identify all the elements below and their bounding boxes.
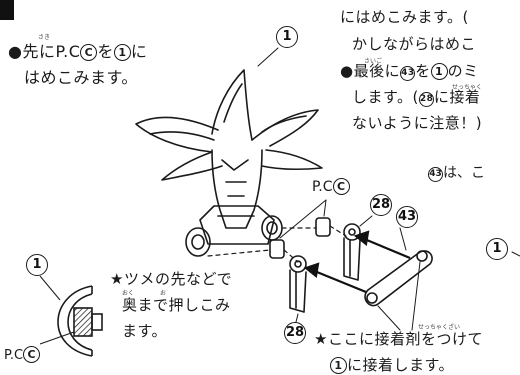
part-number-1-right: 1 [430, 63, 448, 80]
instruction-left-line1-mid: を [97, 42, 114, 61]
callout-part-1-top: 1 [276, 26, 298, 48]
callout-pc-letter: C [332, 178, 350, 195]
step-number-marker [0, 0, 14, 20]
note-claw-line2: 奥まで押しこみ [122, 296, 231, 314]
furigana-setchakuzai: せっちゃくざい [418, 324, 461, 331]
note-glue-line2-text: に接着します。 [347, 356, 455, 374]
note-claw-line3: ます。 [122, 322, 168, 340]
callout-pc-label: P.C [312, 179, 333, 195]
insertion-arrows [303, 230, 411, 294]
instruction-right-line1: にはめこみます。( [340, 8, 469, 26]
furigana-setchaku: せっちゃく [452, 84, 483, 91]
part-number-28: 28 [418, 92, 434, 107]
part-number-43-b: 43 [428, 167, 443, 182]
instruction-left-line2: はめこみます。 [24, 68, 138, 87]
part-1-body [135, 47, 323, 257]
callout-part-1-detail: 1 [26, 254, 48, 276]
detail-inset [39, 275, 103, 357]
pc-letter-c: C [80, 44, 98, 61]
part-number-43: 43 [400, 66, 416, 81]
instruction-right-line6-post: は、こ [443, 165, 485, 181]
callout-part-1-right: 1 [486, 238, 508, 260]
callout-part-28-top: 28 [370, 194, 392, 216]
callout-part-43: 43 [396, 206, 418, 228]
instruction-right-line5: ないように注意！) [352, 114, 483, 132]
note-glue-part-1: 1 [330, 357, 347, 374]
note-claw-line1: ★ツメの先などで [110, 270, 233, 288]
part-number-1: 1 [113, 44, 131, 61]
furigana-oku: おく [122, 290, 135, 297]
pc-pegs [269, 199, 331, 259]
instruction-left-line1-pre: ●先にP.C [8, 42, 81, 61]
furigana-saki: さき [38, 34, 51, 41]
part-28-lower [289, 255, 307, 323]
instruction-right-line3-pre: ●最後に [340, 62, 401, 80]
instruction-right-line3-post: のミ [447, 62, 479, 80]
instruction-right-line4-pre: します。( [352, 88, 419, 106]
instruction-left-line1-post: に [130, 42, 148, 61]
instruction-right-line2: かしながらはめこ [352, 35, 477, 53]
part-28-upper [343, 215, 373, 281]
instruction-right-line3-mid: を [415, 62, 431, 80]
callout-part-28-bottom: 28 [284, 322, 306, 344]
instruction-right-line4: します。(28に接着 [352, 86, 480, 107]
note-glue-line1: ★ここに接着剤をつけて [314, 330, 483, 348]
callout-pc-detail-label: P.C [4, 348, 24, 363]
furigana-saigo: さいご [364, 58, 383, 65]
instruction-right-line6: 43は、こ [428, 162, 485, 182]
callout-pc-detail-letter: C [23, 346, 41, 363]
furigana-osu: お [160, 290, 167, 297]
instruction-right-line4-post: に接着 [433, 88, 481, 106]
part-43-link [364, 227, 433, 331]
insertion-guides [207, 225, 347, 263]
